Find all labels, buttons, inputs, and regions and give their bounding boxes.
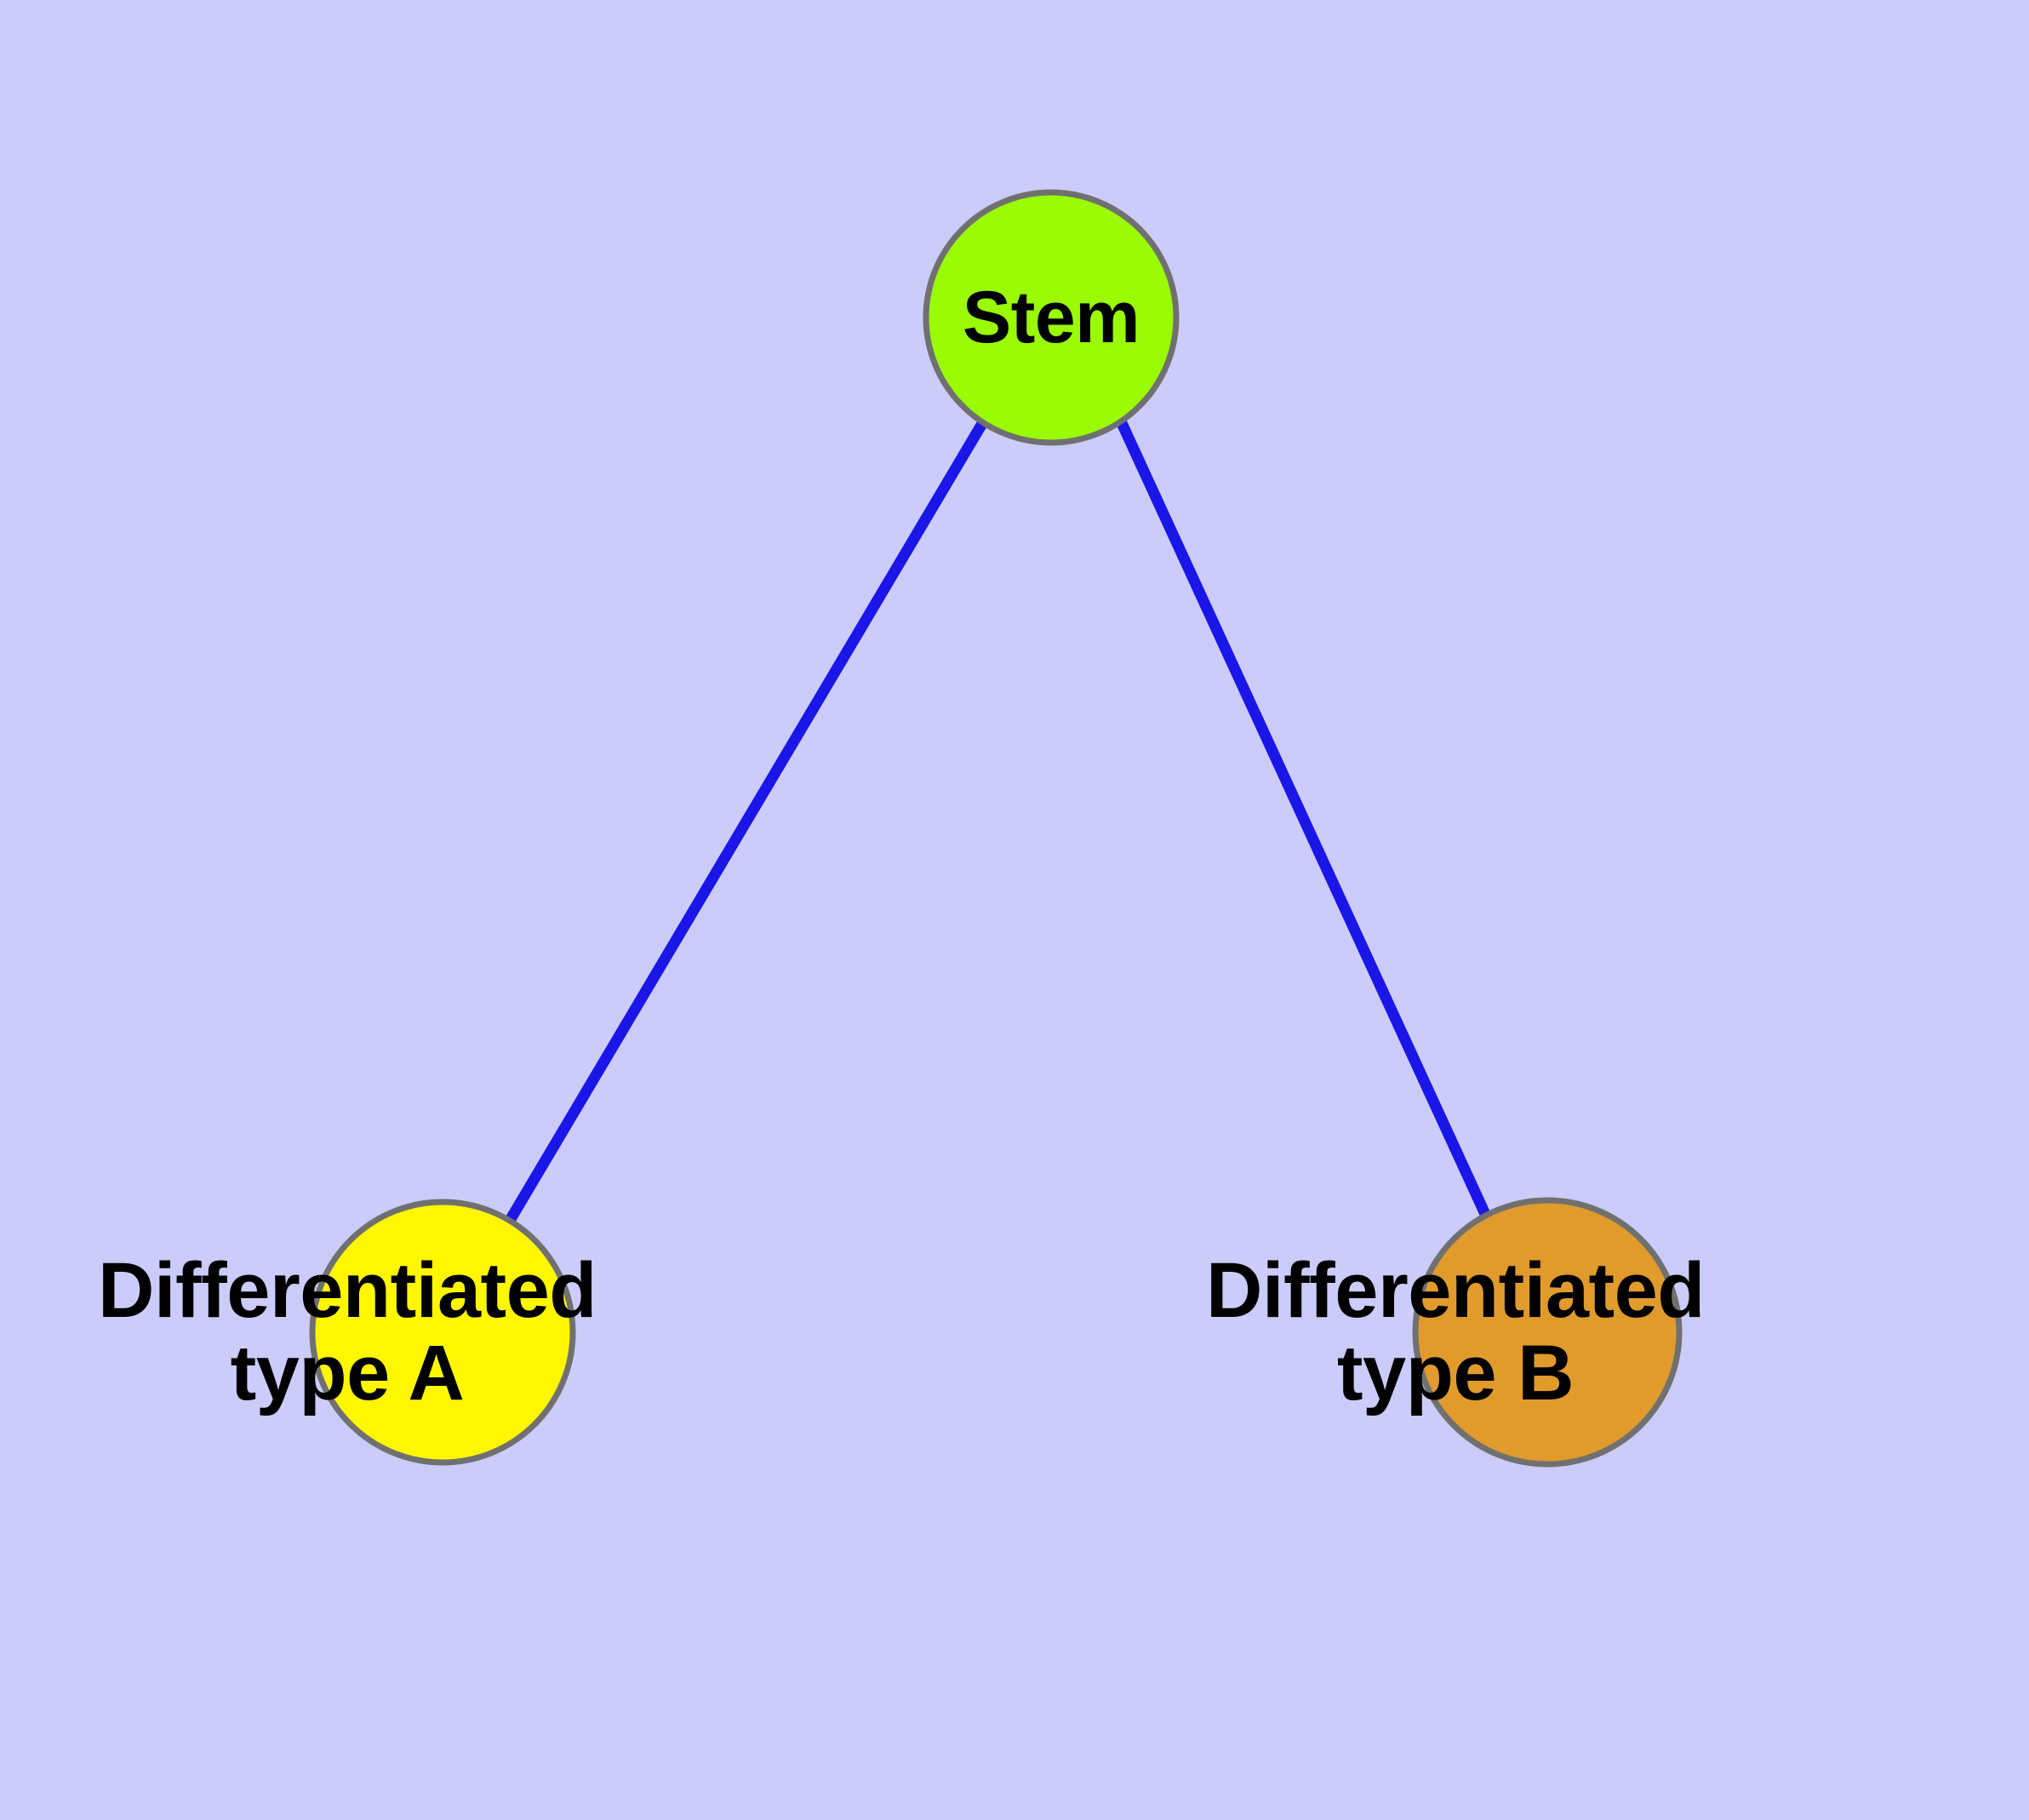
edge-stem-to-differentiated-type-b[interactable] <box>1117 421 1495 1226</box>
edge-stem-to-differentiated-type-a[interactable] <box>506 419 988 1222</box>
node-differentiated-type-a[interactable] <box>309 1199 576 1466</box>
node-differentiated-type-b[interactable] <box>1412 1197 1683 1468</box>
nodes-group <box>309 189 1683 1468</box>
edges-group <box>506 419 1495 1226</box>
node-stem[interactable] <box>923 189 1180 446</box>
